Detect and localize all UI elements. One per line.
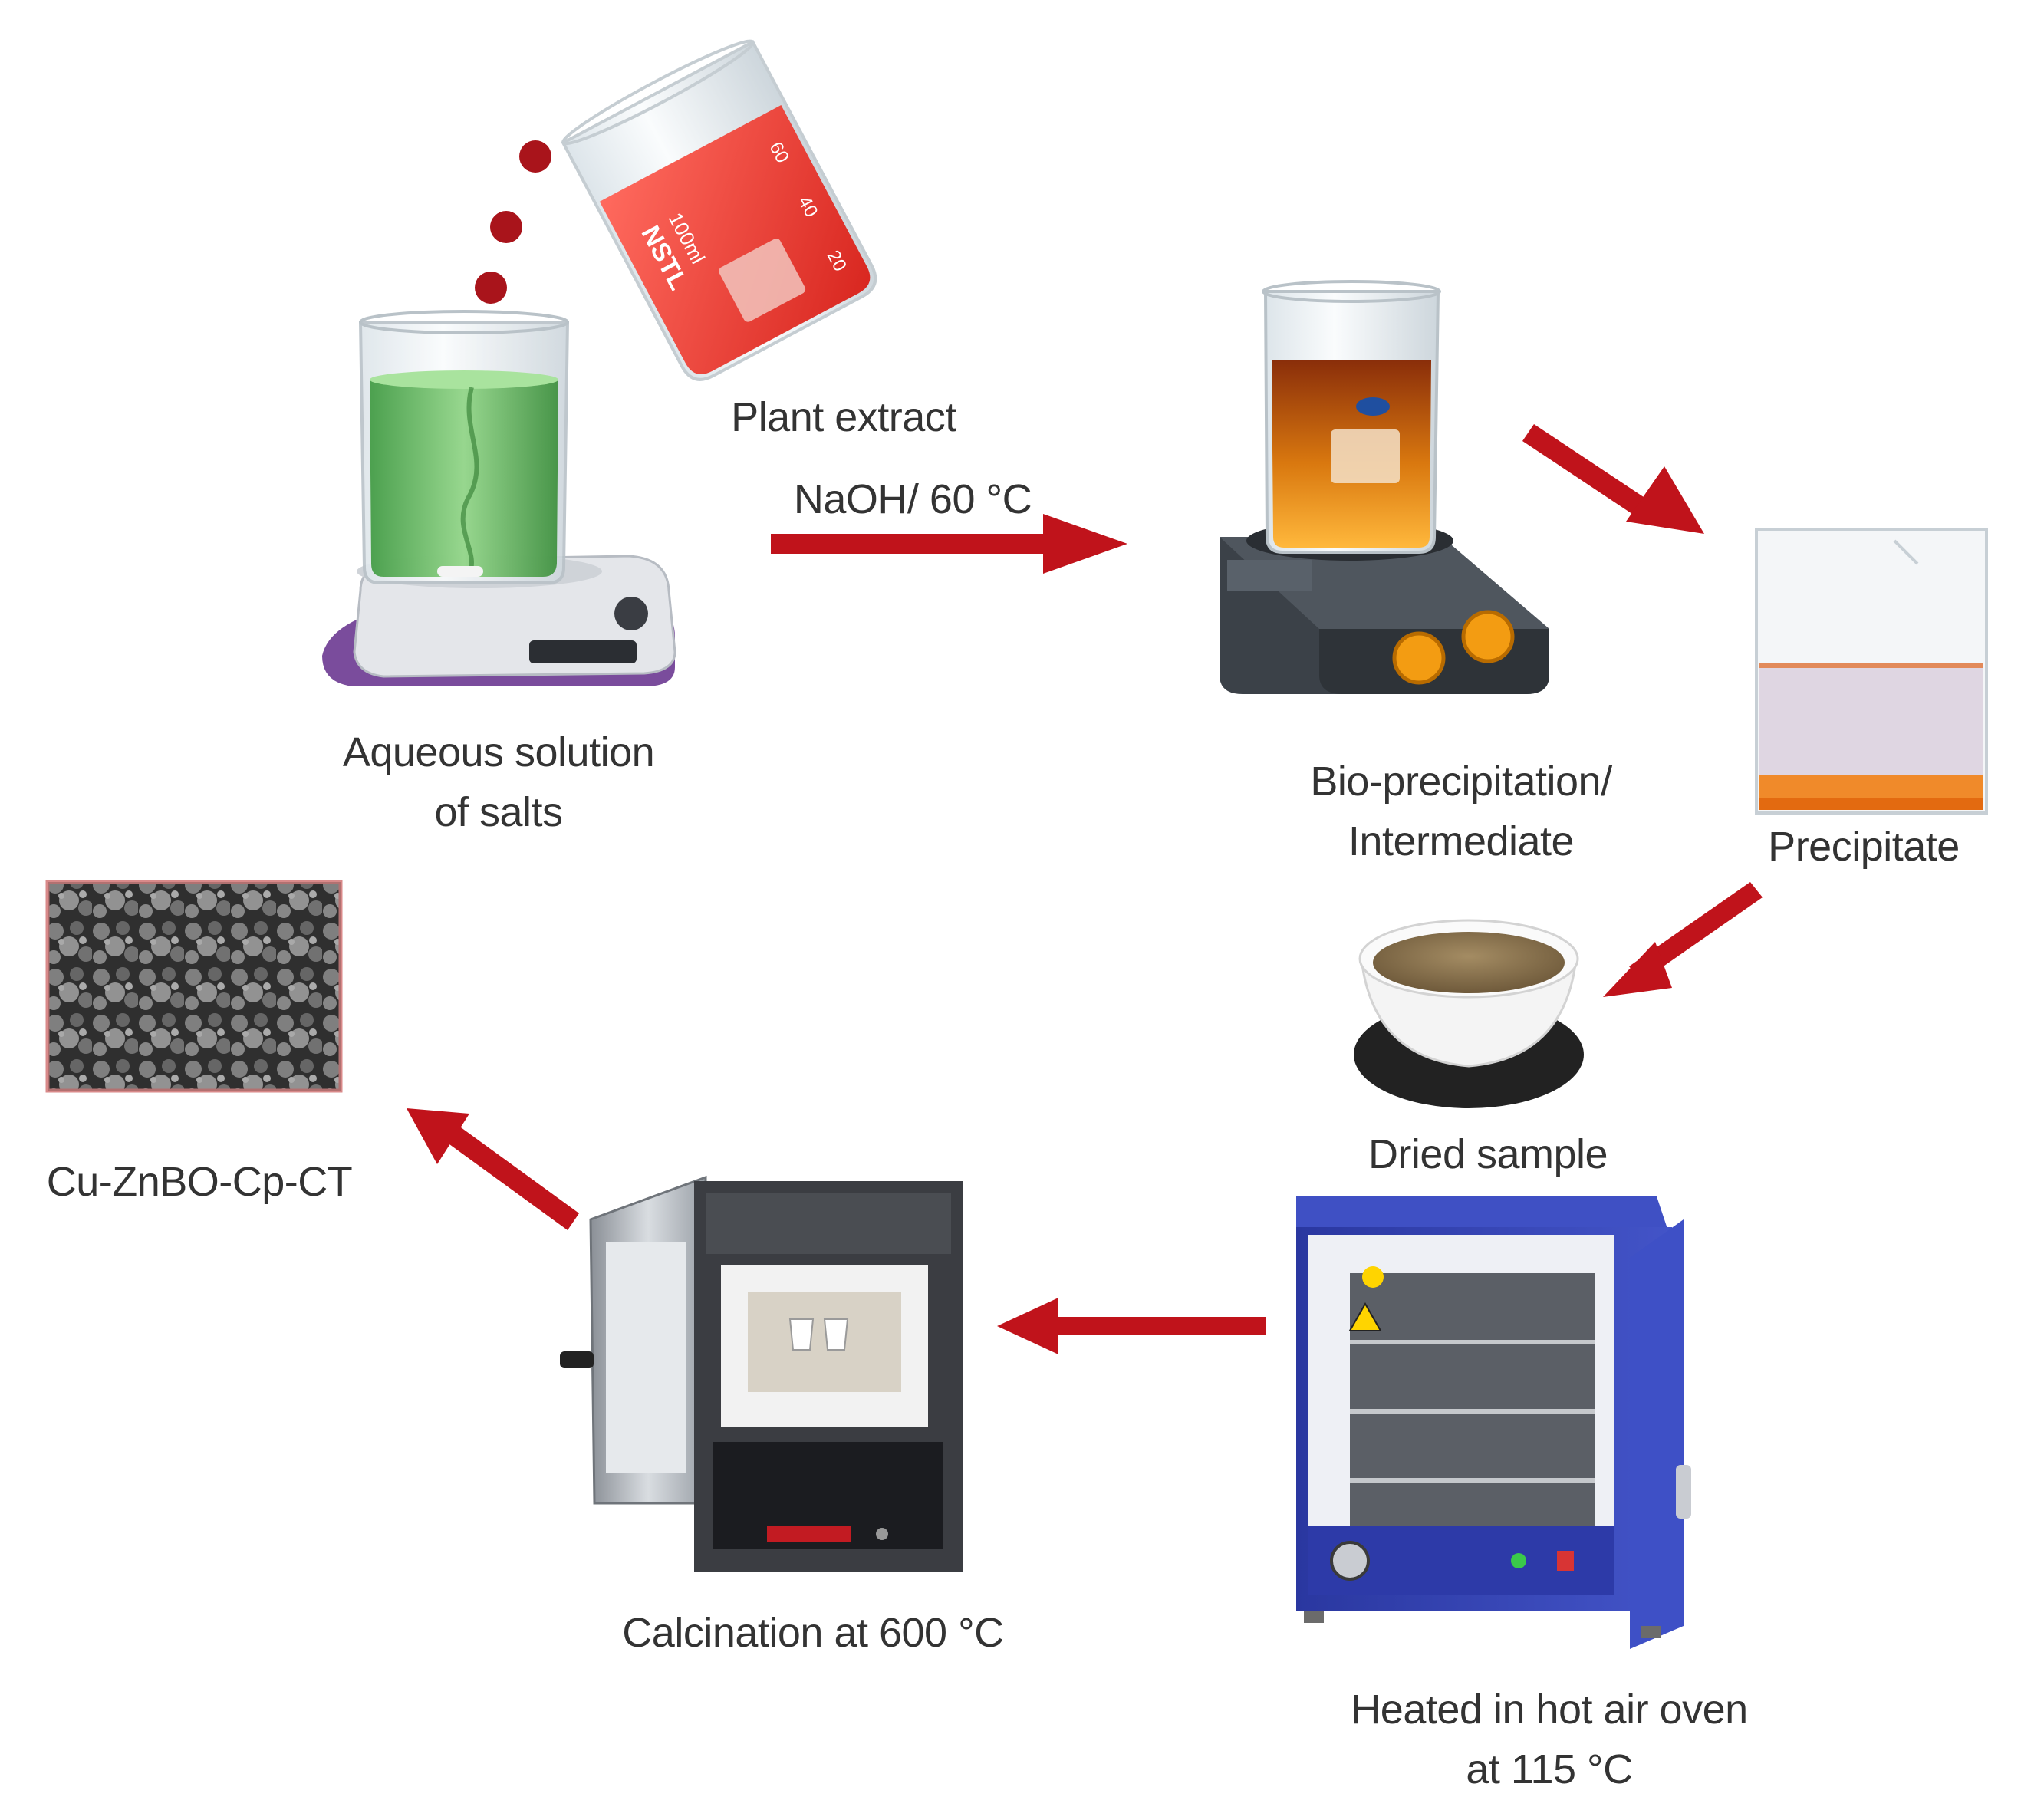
bio-label-line-1: Bio-precipitation/ [1310,759,1612,805]
oven-label-line-1: Heated in hot air oven [1351,1687,1748,1733]
arrow-to-product [407,1108,579,1230]
bio-precipitation-label: Bio-precipitation/ Intermediate [1258,752,1664,871]
product-label: Cu-ZnBO-Cp-CT [46,1159,353,1205]
bio-precipitation-stirrer [1220,280,1549,694]
dried-sample-label: Dried sample [1368,1131,1608,1177]
plant-extract-beaker: NSTL 100ml 60 40 20 [561,39,877,381]
arrow-to-bio-precipitation [771,514,1127,574]
muffle-furnace [560,1175,963,1572]
precipitate-label: Precipitate [1768,824,1960,870]
hot-air-oven-label: Heated in hot air oven at 115 °C [1289,1680,1810,1799]
arrow-to-dried-sample [1603,882,1763,997]
arrow-to-precipitate [1522,424,1704,534]
aqueous-label-line-1: Aqueous solution [342,729,655,775]
plant-extract-label: Plant extract [731,394,956,440]
aqueous-solution-label: Aqueous solution of salts [284,722,713,842]
aqueous-solution-stirrer [322,310,676,686]
extract-drops [475,140,551,304]
bio-label-line-2: Intermediate [1348,818,1575,864]
precipitate-beaker [1755,528,1988,815]
naoh-condition-label: NaOH/ 60 °C [793,476,1032,522]
hot-air-oven [1296,1196,1691,1649]
dried-sample-bowl [1354,919,1584,1108]
aqueous-label-line-2: of salts [434,789,563,835]
arrow-to-calcination [997,1298,1266,1354]
oven-label-line-2: at 115 °C [1466,1746,1633,1792]
calcination-label: Calcination at 600 °C [622,1610,1004,1656]
product-sem-image [45,880,343,1093]
